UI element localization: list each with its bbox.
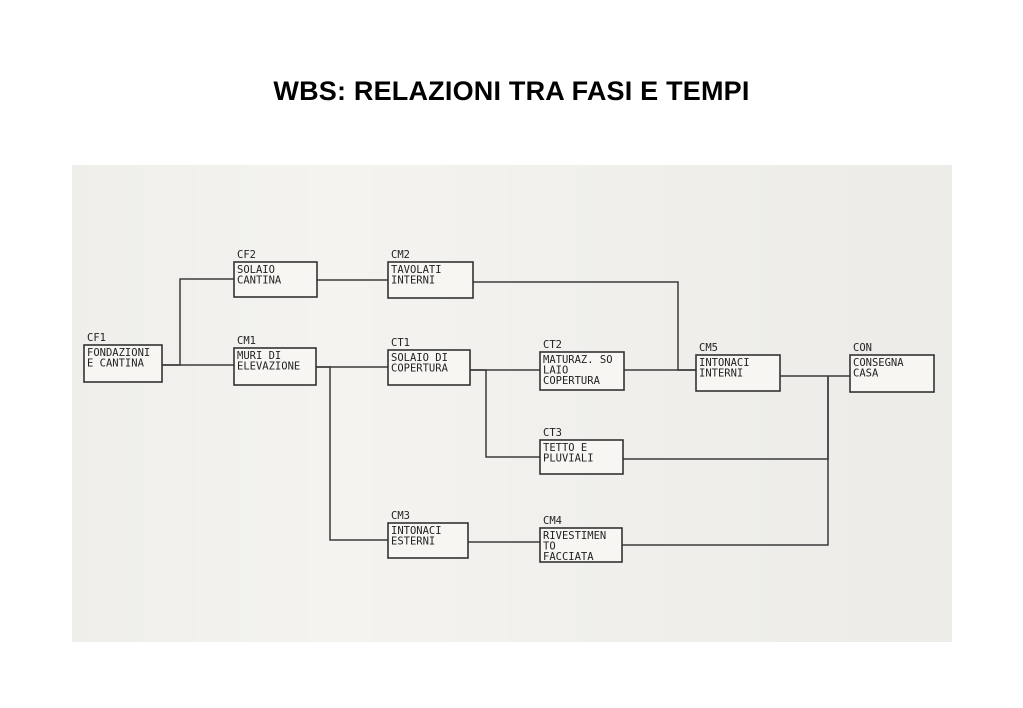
- node-box-cm1: [233, 347, 317, 386]
- node-box-cm4: [539, 527, 623, 563]
- node-label-ct2-line-2: LAIO: [543, 365, 568, 377]
- node-id-ct3: CT3: [543, 427, 562, 439]
- node-label-ct1-line-1: SOLAIO DI: [391, 352, 448, 364]
- node-box-cm2: [387, 261, 474, 299]
- node-label-cm5-line-2: INTERNI: [699, 368, 743, 380]
- node-label-cm5-line-1: INTONACI: [699, 357, 750, 369]
- node-label-cm4-line-3: FACCIATA: [543, 551, 594, 563]
- node-box-ct3: [539, 439, 624, 475]
- node-label-cm3-line-2: ESTERNI: [391, 536, 435, 548]
- node-box-cm5: [695, 354, 781, 392]
- edges-layer: [162, 278, 850, 546]
- node-label-ct2-line-3: COPERTURA: [543, 375, 601, 387]
- node-label-cm4-line-2: TO: [543, 541, 556, 553]
- node-box-cf2: [233, 261, 318, 298]
- node-label-ct3-line-2: PLUVIALI: [543, 453, 594, 465]
- node-box-ct1: [387, 349, 471, 386]
- node-label-cm4-line-1: RIVESTIMEN: [543, 530, 606, 542]
- node-id-cm1: CM1: [237, 335, 256, 347]
- node-id-cm5: CM5: [699, 342, 718, 354]
- node-id-ct1: CT1: [391, 337, 410, 349]
- node-id-cm2: CM2: [391, 249, 410, 261]
- node-label-ct3-line-1: TETTO E: [543, 442, 587, 454]
- edge-cm1-to-cm3: [316, 366, 388, 541]
- node-box-cf1: [83, 344, 163, 383]
- node-label-con-line-1: CONSEGNA: [853, 357, 904, 369]
- node-id-ct2: CT2: [543, 339, 562, 351]
- node-label-ct1-line-2: COPERTURA: [391, 363, 449, 375]
- node-label-cf1-line-2: E CANTINA: [87, 358, 145, 370]
- node-id-cf1: CF1: [87, 332, 106, 344]
- node-id-con: CON: [853, 342, 872, 354]
- node-id-cm3: CM3: [391, 510, 410, 522]
- page-title: WBS: RELAZIONI TRA FASI E TEMPI: [273, 76, 750, 106]
- node-label-cf2-line-2: CANTINA: [237, 275, 282, 287]
- node-label-cm1-line-2: ELEVAZIONE: [237, 361, 300, 373]
- node-label-cf2-line-1: SOLAIO: [237, 264, 275, 276]
- node-label-cm1-line-1: MURI DI: [237, 350, 281, 362]
- scan-shading: [72, 165, 952, 642]
- node-label-con-line-2: CASA: [853, 368, 879, 380]
- node-label-ct2-line-1: MATURAZ. SO: [543, 354, 613, 366]
- node-label-cf1-line-1: FONDAZIONI: [87, 347, 150, 359]
- node-label-cm3-line-1: INTONACI: [391, 525, 442, 537]
- edge-cm4-to-con: [622, 376, 829, 546]
- node-box-cm3: [387, 522, 469, 559]
- node-id-cf2: CF2: [237, 249, 256, 261]
- node-label-cm2-line-2: INTERNI: [391, 275, 435, 287]
- node-box-con: [849, 354, 935, 393]
- edge-ct1-to-ct3: [470, 369, 540, 458]
- scanned-diagram-background: [72, 165, 952, 642]
- node-box-ct2: [539, 351, 625, 391]
- edge-cf1-to-cf2: [162, 278, 234, 366]
- node-label-cm2-line-1: TAVOLATI: [391, 264, 442, 276]
- node-id-cm4: CM4: [543, 515, 562, 527]
